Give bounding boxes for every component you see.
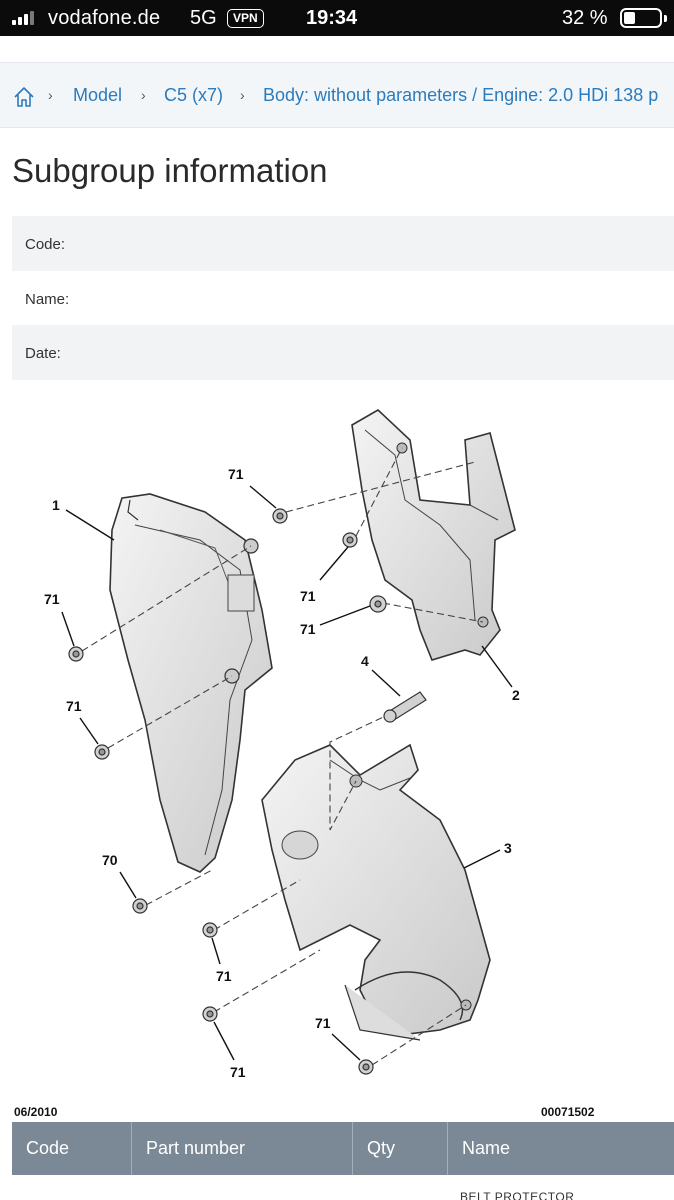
- bolt-71-bracket-a[interactable]: [342, 532, 358, 548]
- callout-71: 71: [315, 1015, 331, 1031]
- carrier-name: vodafone.de: [48, 7, 161, 29]
- battery-percentage: 32 %: [562, 7, 608, 29]
- info-row-name: Name:: [12, 271, 674, 326]
- bolt-71-left-a[interactable]: [68, 646, 84, 662]
- bolt-71-bracket-b[interactable]: [369, 595, 387, 613]
- bolt-71-lower-a[interactable]: [202, 922, 218, 938]
- column-header-qty[interactable]: Qty: [353, 1122, 448, 1175]
- bolt-71-top[interactable]: [272, 508, 288, 524]
- clock: 19:34: [306, 7, 358, 29]
- callout-3: 3: [504, 840, 512, 856]
- column-header-code[interactable]: Code: [12, 1122, 132, 1175]
- bolts: [68, 508, 427, 1075]
- part-1-upper-cover[interactable]: [109, 493, 273, 873]
- callout-71: 71: [44, 591, 60, 607]
- vpn-badge: VPN: [227, 9, 264, 28]
- callout-71: 71: [228, 466, 244, 482]
- callout-71: 71: [66, 698, 82, 714]
- date-label: Date:: [25, 345, 61, 362]
- parts-diagram[interactable]: 1 71 71 71 71 71 4 2 70 3 71 71 71 06/20…: [0, 395, 674, 1125]
- chevron-right-icon: ›: [141, 87, 146, 103]
- chevron-right-icon: ›: [48, 87, 53, 103]
- breadcrumb-body-engine[interactable]: Body: without parameters / Engine: 2.0 H…: [263, 85, 659, 105]
- parts-row-name-partial: BELT PROTECTOR: [460, 1190, 575, 1200]
- breadcrumb-c5[interactable]: C5 (x7): [164, 85, 224, 105]
- bolt-71-left-b[interactable]: [94, 744, 110, 760]
- battery-icon: [620, 8, 667, 28]
- chevron-right-icon: ›: [240, 87, 245, 103]
- diagram-reference: 00071502: [541, 1105, 595, 1119]
- callout-4: 4: [361, 653, 369, 669]
- callout-70: 70: [102, 852, 118, 868]
- parts-table-header: Code Part number Qty Name: [12, 1122, 674, 1175]
- bolt-71-lower-c[interactable]: [358, 1059, 374, 1075]
- breadcrumb: › Model › C5 (x7) › Body: without parame…: [0, 62, 674, 128]
- breadcrumb-model[interactable]: Model: [73, 85, 123, 105]
- part-2-bracket[interactable]: [351, 409, 516, 661]
- diagram-date: 06/2010: [14, 1105, 58, 1119]
- callout-71: 71: [300, 588, 316, 604]
- part-3-lower-cover[interactable]: [261, 743, 491, 1041]
- info-row-date: Date:: [12, 325, 674, 380]
- name-label: Name:: [25, 291, 70, 308]
- stud-4[interactable]: [383, 691, 427, 723]
- column-header-part-number[interactable]: Part number: [132, 1122, 353, 1175]
- callout-2: 2: [512, 687, 520, 703]
- callout-71: 71: [300, 621, 316, 637]
- column-header-name[interactable]: Name: [462, 1138, 511, 1158]
- bolt-71-lower-b[interactable]: [202, 1006, 218, 1022]
- callout-1: 1: [52, 497, 60, 513]
- code-label: Code:: [25, 236, 66, 253]
- info-row-code: Code:: [12, 216, 674, 271]
- callout-71: 71: [230, 1064, 246, 1080]
- assembly-lines: [81, 447, 484, 1066]
- callout-71: 71: [216, 968, 232, 984]
- bolt-70[interactable]: [132, 898, 148, 914]
- network-type: 5G: [190, 7, 217, 29]
- home-icon[interactable]: [12, 85, 36, 109]
- leader-lines: [61, 485, 513, 1061]
- status-bar: vodafone.de 5G VPN 19:34 32 %: [0, 0, 674, 36]
- page-title: Subgroup information: [12, 152, 328, 189]
